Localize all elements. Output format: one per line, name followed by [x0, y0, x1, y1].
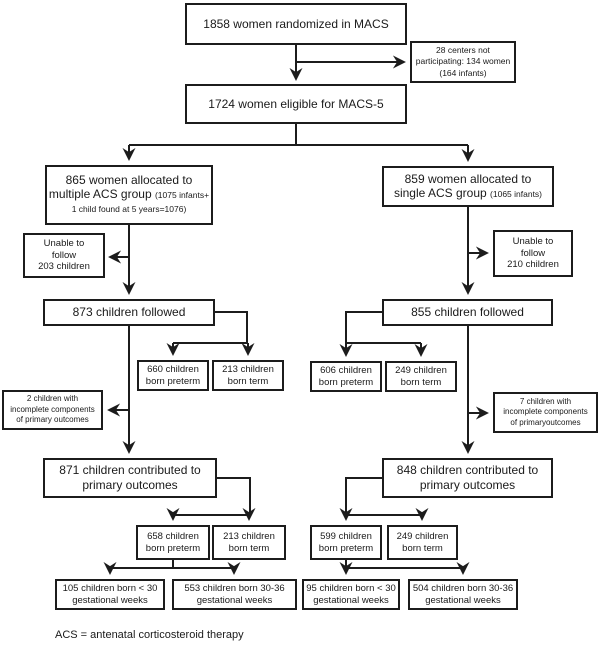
node-preterm-left-1: 660 children born preterm — [137, 360, 209, 391]
node-contributed-left: 871 children contributed to primary outc… — [43, 458, 217, 498]
multiple-acs-line2: multiple ACS group — [48, 187, 155, 202]
multiple-acs-line1: 865 women allocated to — [65, 173, 193, 188]
node-preterm-right-2: 599 children born preterm — [310, 525, 382, 560]
node-term-right-2: 249 children born term — [387, 525, 458, 560]
node-lt30-weeks-right: 95 children born < 30 gestational weeks — [302, 579, 400, 610]
single-acs-line2: single ACS group — [393, 185, 491, 200]
node-followed-left: 873 children followed — [43, 299, 215, 326]
node-unable-to-follow-left: Unable to follow 203 children — [23, 233, 105, 278]
node-term-left-1: 213 children born term — [212, 360, 284, 391]
node-randomized: 1858 women randomized in MACS — [185, 3, 407, 45]
node-centers-not-participating: 28 centers not participating: 134 women … — [410, 41, 516, 83]
node-unable-to-follow-right: Unable to follow 210 children — [493, 230, 573, 277]
node-incomplete-outcomes-right: 7 children with incomplete components of… — [493, 392, 598, 433]
node-contributed-right: 848 children contributed to primary outc… — [382, 458, 553, 498]
node-preterm-right-1: 606 children born preterm — [310, 361, 382, 392]
node-eligible: 1724 women eligible for MACS-5 — [185, 84, 407, 124]
acs-footnote: ACS = antenatal corticosteroid therapy — [55, 629, 244, 641]
node-followed-right: 855 children followed — [382, 299, 553, 326]
multiple-acs-line2-small: (1075 infants+ — [154, 190, 210, 201]
single-acs-line1: 859 women allocated to — [404, 171, 532, 186]
node-term-right-1: 249 children born term — [385, 361, 457, 392]
node-term-left-2: 213 children born term — [212, 525, 286, 560]
node-incomplete-outcomes-left: 2 children with incomplete components of… — [2, 390, 103, 430]
node-lt30-weeks-left: 105 children born < 30 gestational weeks — [55, 579, 165, 610]
node-30-36-weeks-left: 553 children born 30-36 gestational week… — [172, 579, 297, 610]
multiple-acs-line3-small: 1 child found at 5 years=1076) — [71, 203, 187, 214]
single-acs-line2-small: (1065 infants) — [490, 188, 543, 199]
node-30-36-weeks-right: 504 children born 30-36 gestational week… — [408, 579, 518, 610]
node-preterm-left-2: 658 children born preterm — [136, 525, 210, 560]
